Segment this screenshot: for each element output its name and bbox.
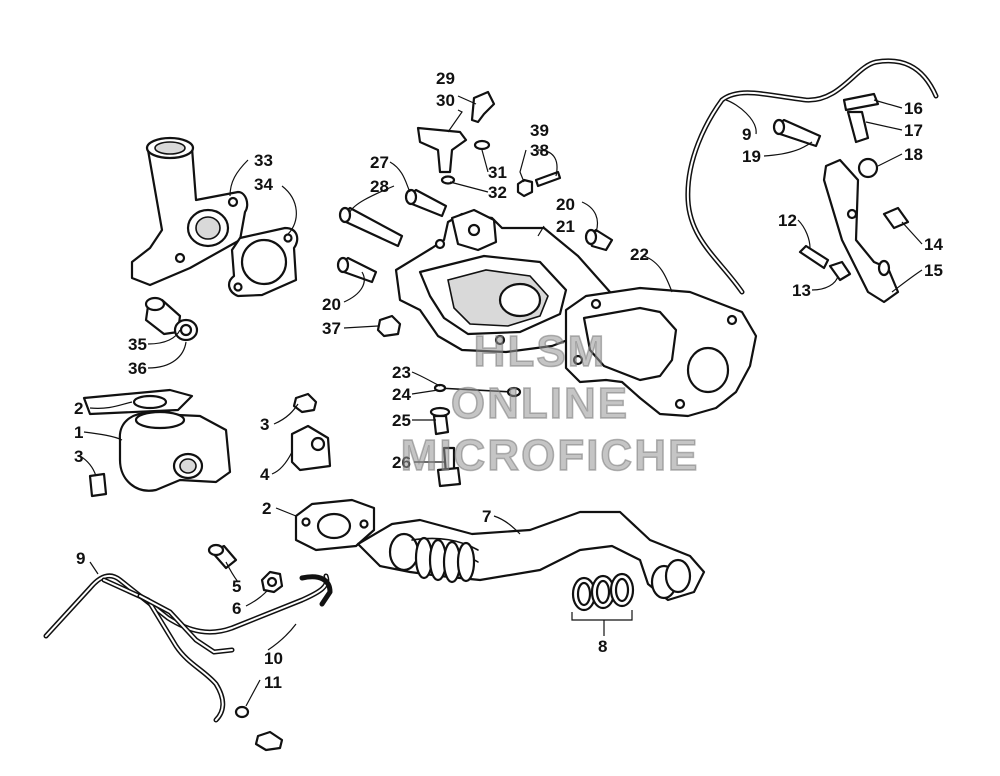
callout-34: 34 xyxy=(254,175,273,194)
callout-31: 31 xyxy=(488,163,507,182)
callout-6: 6 xyxy=(232,599,242,618)
sensor-bracket xyxy=(416,90,496,185)
callout-24: 24 xyxy=(392,385,411,404)
callout-23: 23 xyxy=(392,363,411,382)
water-outlet-elbow xyxy=(130,136,249,287)
exhaust-gasket xyxy=(564,286,758,418)
callout-8: 8 xyxy=(598,637,608,656)
throttle-bracket xyxy=(772,92,910,304)
callout-15: 15 xyxy=(924,261,943,280)
callout-36: 36 xyxy=(128,359,147,378)
callout-37: 37 xyxy=(322,319,341,338)
callout-29: 29 xyxy=(436,69,455,88)
plug-and-washer xyxy=(144,296,199,342)
exhaust-flange-assembly xyxy=(82,388,332,498)
callout-2-upper: 2 xyxy=(74,399,84,418)
callout-30: 30 xyxy=(436,91,455,110)
callout-17: 17 xyxy=(904,121,923,140)
callout-2-lower: 2 xyxy=(262,499,272,518)
callout-16: 16 xyxy=(904,99,923,118)
callout-13: 13 xyxy=(792,281,811,300)
callout-33: 33 xyxy=(254,151,273,170)
callout-20-upper: 20 xyxy=(556,195,575,214)
callout-38: 38 xyxy=(530,141,549,160)
outlet-gasket xyxy=(228,226,299,298)
callout-21: 21 xyxy=(556,217,575,236)
callout-19: 19 xyxy=(742,147,761,166)
leader-lines xyxy=(79,95,923,707)
callout-14: 14 xyxy=(924,235,943,254)
callout-7: 7 xyxy=(482,507,492,526)
callout-39: 39 xyxy=(530,121,549,140)
callout-4: 4 xyxy=(260,465,270,484)
callout-22: 22 xyxy=(630,245,649,264)
seal-rings xyxy=(571,572,635,636)
callout-25: 25 xyxy=(392,411,411,430)
callout-18: 18 xyxy=(904,145,923,164)
callout-3-left: 3 xyxy=(74,447,84,466)
nut-and-bolt-38-39 xyxy=(516,170,562,198)
exhaust-pipe xyxy=(356,510,706,602)
callout-3-right: 3 xyxy=(260,415,270,434)
callout-9-upper: 9 xyxy=(742,125,752,144)
callout-12: 12 xyxy=(778,211,797,230)
callout-20-lower: 20 xyxy=(322,295,341,314)
pipe-gasket xyxy=(294,498,376,552)
callout-10: 10 xyxy=(264,649,283,668)
callout-32: 32 xyxy=(488,183,507,202)
callout-1: 1 xyxy=(74,423,84,442)
callout-5: 5 xyxy=(232,577,242,596)
callout-28: 28 xyxy=(370,177,389,196)
callout-27: 27 xyxy=(370,153,389,172)
bolts-27-28 xyxy=(336,188,614,338)
callout-9-lower: 9 xyxy=(76,549,86,568)
callout-11: 11 xyxy=(264,673,282,692)
control-cable-upper xyxy=(685,58,939,295)
callout-26: 26 xyxy=(392,453,411,472)
callout-35: 35 xyxy=(128,335,147,354)
control-cable-lower xyxy=(43,573,333,752)
linkage-rod xyxy=(429,383,522,488)
throttle-body-housing xyxy=(394,208,612,354)
bolt-and-nut-5-6 xyxy=(207,543,284,594)
